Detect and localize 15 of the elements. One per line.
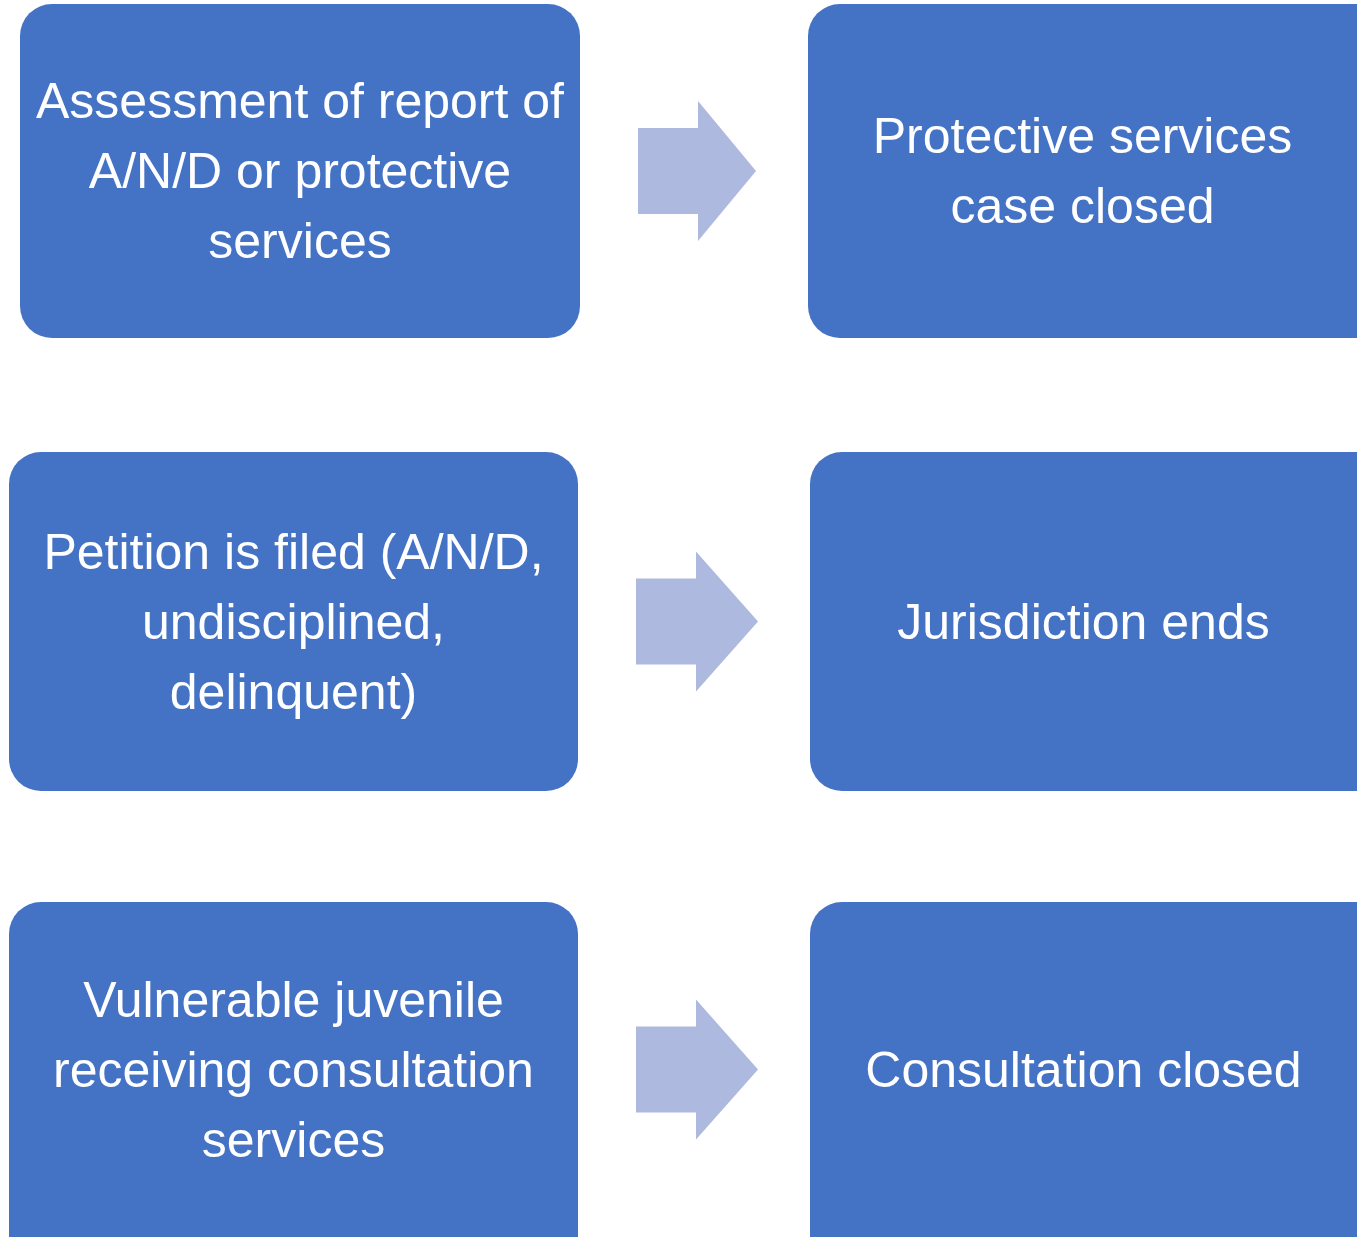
arrow — [638, 101, 756, 241]
arrow — [636, 999, 758, 1140]
process-box — [9, 902, 578, 1237]
process-box — [810, 902, 1357, 1237]
process-box — [810, 452, 1357, 791]
step-text: Vulnerable juvenile receiving consultation services — [52, 970, 535, 1170]
process-box — [808, 4, 1357, 338]
step-text: Consultation closed — [865, 1040, 1302, 1100]
process-box — [20, 4, 580, 338]
step-text: Protective services case closed — [871, 107, 1294, 236]
process-box — [9, 452, 578, 791]
step-text: Assessment of report of A/N/D or protective services — [35, 72, 565, 271]
step-text: Petition is filed (A/N/D, undisciplined, delinquent) — [42, 522, 545, 722]
arrow — [636, 551, 758, 692]
step-text: Jurisdiction ends — [897, 592, 1270, 652]
